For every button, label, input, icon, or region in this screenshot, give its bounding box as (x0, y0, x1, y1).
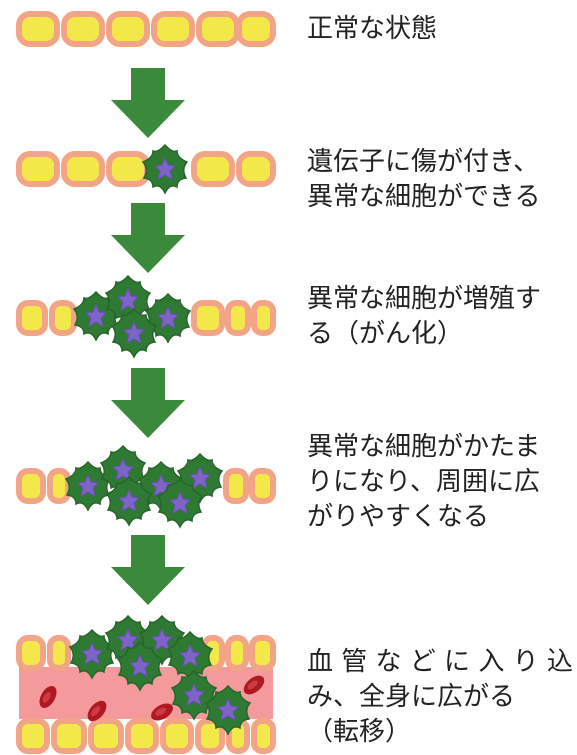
normal-cell-icon (249, 468, 276, 504)
stage-proliferation-caption: 異常な細胞が増殖す る（がん化） (307, 284, 542, 349)
normal-cell-icon (16, 718, 50, 754)
metastasis-panel (16, 615, 276, 754)
normal-cell-icon (151, 11, 195, 47)
stage-spread-caption: 異常な細胞がかたま りになり、周囲に広 がりやすくなる (307, 432, 541, 532)
cluster-row (16, 445, 276, 528)
stage-metastasis-caption: 血 管 な ど に 入 り 込 み、全身に広がる （転移） (307, 647, 573, 747)
normal-cell-icon (249, 635, 276, 671)
normal-cell-icon (125, 718, 159, 754)
normal-cell-icon (236, 11, 276, 47)
normal-cell-icon (16, 11, 60, 47)
down-arrow-icon (111, 203, 185, 273)
cancer-cell-icon (142, 144, 188, 194)
normal-cell-row (16, 11, 276, 47)
normal-cell-icon (16, 635, 46, 671)
normal-cell-icon (16, 468, 46, 504)
down-arrow-icon (111, 535, 185, 605)
proliferation-row (16, 275, 276, 358)
normal-cell-icon (61, 151, 105, 187)
normal-cell-icon (223, 468, 249, 504)
normal-cell-icon (47, 635, 71, 671)
damaged-cell-row (16, 144, 276, 194)
normal-cell-icon (196, 11, 240, 47)
normal-cell-icon (51, 718, 87, 754)
normal-cell-icon (191, 151, 235, 187)
normal-cell-icon (191, 300, 225, 336)
normal-cell-icon (49, 300, 77, 336)
normal-cell-icon (251, 300, 276, 336)
normal-cell-icon (61, 11, 105, 47)
normal-cell-icon (16, 151, 60, 187)
stage-damage-caption: 遺伝子に傷が付き、 異常な細胞ができる (307, 147, 541, 212)
normal-cell-icon (106, 11, 150, 47)
normal-cell-icon (160, 718, 194, 754)
bottom-cell-layer (16, 718, 276, 754)
normal-cell-icon (47, 468, 71, 504)
normal-cell-icon (236, 151, 276, 187)
normal-cell-icon (225, 635, 249, 671)
down-arrow-icon (111, 68, 185, 138)
down-arrow-icon (111, 368, 185, 438)
normal-cell-icon (16, 300, 48, 336)
normal-cell-icon (106, 151, 150, 187)
stage-normal-caption: 正常な状態 (307, 14, 438, 44)
normal-cell-icon (88, 718, 124, 754)
normal-cell-icon (225, 300, 251, 336)
normal-cell-icon (251, 718, 276, 754)
